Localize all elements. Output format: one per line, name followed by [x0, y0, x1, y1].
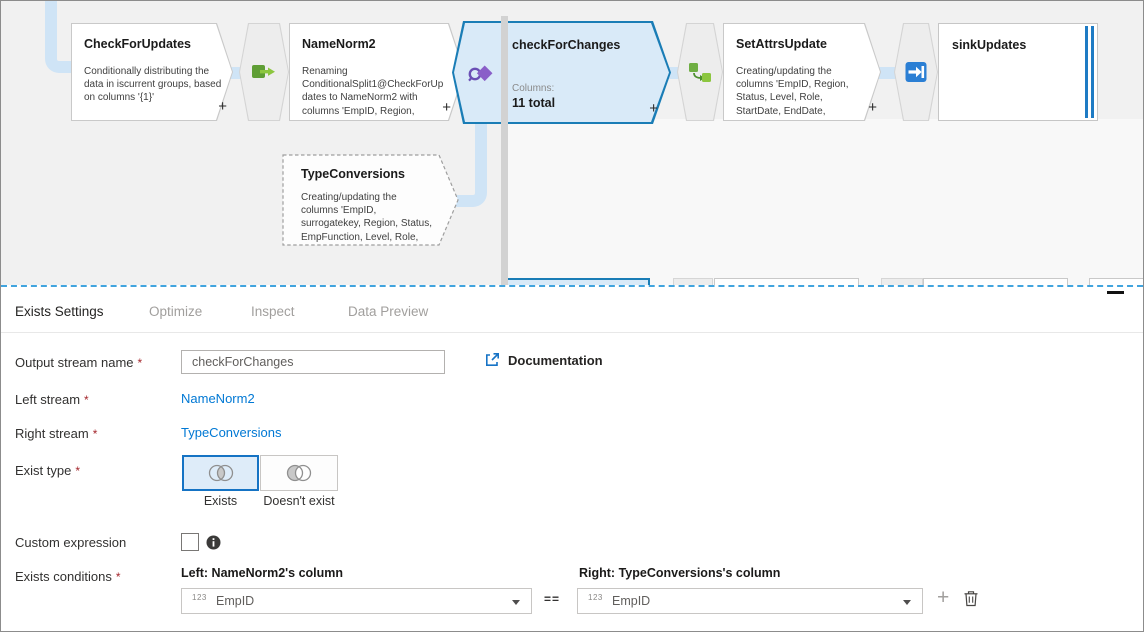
required-mark: *: [84, 393, 89, 407]
right-column-value: EmpID: [612, 594, 651, 608]
add-condition-button[interactable]: +: [937, 586, 950, 609]
minimize-panel-button[interactable]: [1107, 291, 1124, 294]
integer-type-badge: 123: [588, 593, 603, 602]
add-transformation-button[interactable]: +: [868, 99, 877, 116]
partial-node[interactable]: [881, 278, 923, 285]
chevron-down-icon: [903, 600, 911, 605]
info-icon: [206, 535, 221, 550]
required-mark: *: [137, 356, 143, 370]
dataflow-canvas[interactable]: CheckForUpdates Conditionally distributi…: [1, 1, 1143, 285]
exist-type-doesnt-exist-button[interactable]: [260, 455, 338, 491]
node-title: checkForChanges: [512, 38, 621, 52]
left-stream-label: Left stream*: [15, 392, 89, 407]
derived-column-icon: [689, 63, 711, 82]
add-transformation-button[interactable]: +: [218, 98, 227, 115]
panel-tab-bar: Exists Settings Optimize Inspect Data Pr…: [1, 287, 1143, 333]
node-segment-sink[interactable]: [894, 23, 938, 121]
tab-exists-settings[interactable]: Exists Settings: [15, 304, 104, 319]
tab-inspect[interactable]: Inspect: [251, 304, 295, 319]
node-segment-derived[interactable]: [677, 23, 723, 121]
connector-typeconversions: [453, 123, 487, 207]
node-description: Renaming ConditionalSplit1@CheckForUpdat…: [302, 66, 444, 117]
exist-type-exists-button[interactable]: [182, 455, 259, 491]
sink-icon: [905, 62, 927, 82]
node-checkforupdates[interactable]: CheckForUpdates Conditionally distributi…: [71, 23, 233, 121]
chevron-down-icon: [512, 600, 520, 605]
right-stream-link[interactable]: TypeConversions: [181, 425, 282, 440]
venn-doesnt-exist-icon: [286, 464, 312, 482]
integer-type-badge: 123: [192, 593, 207, 602]
left-column-dropdown[interactable]: 123 EmpID: [181, 588, 532, 614]
left-column-header: Left: NameNorm2's column: [181, 566, 344, 580]
custom-expression-label: Custom expression: [15, 535, 127, 550]
venn-exists-icon: [208, 464, 233, 482]
partial-node[interactable]: [923, 278, 1068, 285]
required-mark: *: [115, 570, 121, 584]
partial-node[interactable]: [714, 278, 859, 285]
required-mark: *: [92, 427, 98, 441]
dashed-node-outline: [282, 154, 459, 246]
output-stream-name-input[interactable]: [181, 350, 445, 374]
left-stream-link[interactable]: NameNorm2: [181, 391, 255, 406]
partial-node[interactable]: [673, 278, 713, 285]
partial-node[interactable]: [504, 278, 650, 285]
node-typeconversions[interactable]: TypeConversions Creating/updating the co…: [282, 154, 462, 246]
left-column-value: EmpID: [216, 594, 255, 608]
sink-marker-bar: [1091, 26, 1094, 118]
node-title: sinkUpdates: [952, 38, 1027, 52]
node-description: Creating/updating the columns 'EmpID, Re…: [736, 66, 849, 119]
node-namenorm2[interactable]: NameNorm2 Renaming ConditionalSplit1@Che…: [289, 23, 465, 121]
canvas-guide-line: [501, 16, 508, 285]
node-title: SetAttrsUpdate: [736, 37, 827, 51]
canvas-background-region: [508, 119, 1143, 285]
sink-marker-bar: [1085, 26, 1088, 118]
node-title: TypeConversions: [301, 167, 405, 181]
doesnt-exist-option-label: Doesn't exist: [263, 494, 335, 508]
columns-label: Columns:: [512, 83, 555, 94]
add-transformation-button[interactable]: +: [442, 99, 451, 116]
tab-data-preview[interactable]: Data Preview: [348, 304, 429, 319]
right-column-header: Right: TypeConversions's column: [579, 566, 781, 580]
node-title: NameNorm2: [302, 37, 376, 51]
required-mark: *: [75, 464, 81, 478]
node-setattrsupdate[interactable]: SetAttrsUpdate Creating/updating the col…: [723, 23, 881, 121]
node-title: CheckForUpdates: [84, 37, 191, 51]
right-column-dropdown[interactable]: 123 EmpID: [577, 588, 923, 614]
node-segment-split[interactable]: [239, 23, 289, 121]
add-transformation-button[interactable]: +: [649, 100, 658, 117]
exists-icon: [468, 65, 493, 82]
connector-incoming: [45, 1, 71, 73]
node-description: Creating/updating the columns 'EmpID, su…: [301, 192, 432, 243]
documentation-link[interactable]: Documentation: [508, 353, 603, 368]
exists-option-label: Exists: [203, 494, 238, 508]
conditional-split-icon: [252, 65, 275, 78]
output-stream-name-label: Output stream name*: [15, 355, 143, 370]
equality-operator: ==: [544, 592, 561, 606]
right-stream-label: Right stream*: [15, 426, 98, 441]
delete-condition-button[interactable]: [963, 590, 979, 607]
columns-count: 11 total: [512, 96, 556, 110]
node-description: Conditionally distributing the data in i…: [84, 66, 222, 104]
external-link-icon: [486, 353, 499, 366]
node-sinkupdates[interactable]: sinkUpdates: [938, 23, 1098, 121]
exist-type-label: Exist type*: [15, 463, 81, 478]
custom-expression-checkbox[interactable]: [181, 533, 199, 551]
settings-panel: Exists Settings Optimize Inspect Data Pr…: [1, 285, 1143, 631]
tab-optimize[interactable]: Optimize: [149, 304, 203, 319]
exists-conditions-label: Exists conditions*: [15, 569, 121, 584]
partial-node[interactable]: [1089, 278, 1143, 285]
node-checkforchanges-selected[interactable]: checkForChanges Columns: 11 total +: [452, 21, 671, 124]
